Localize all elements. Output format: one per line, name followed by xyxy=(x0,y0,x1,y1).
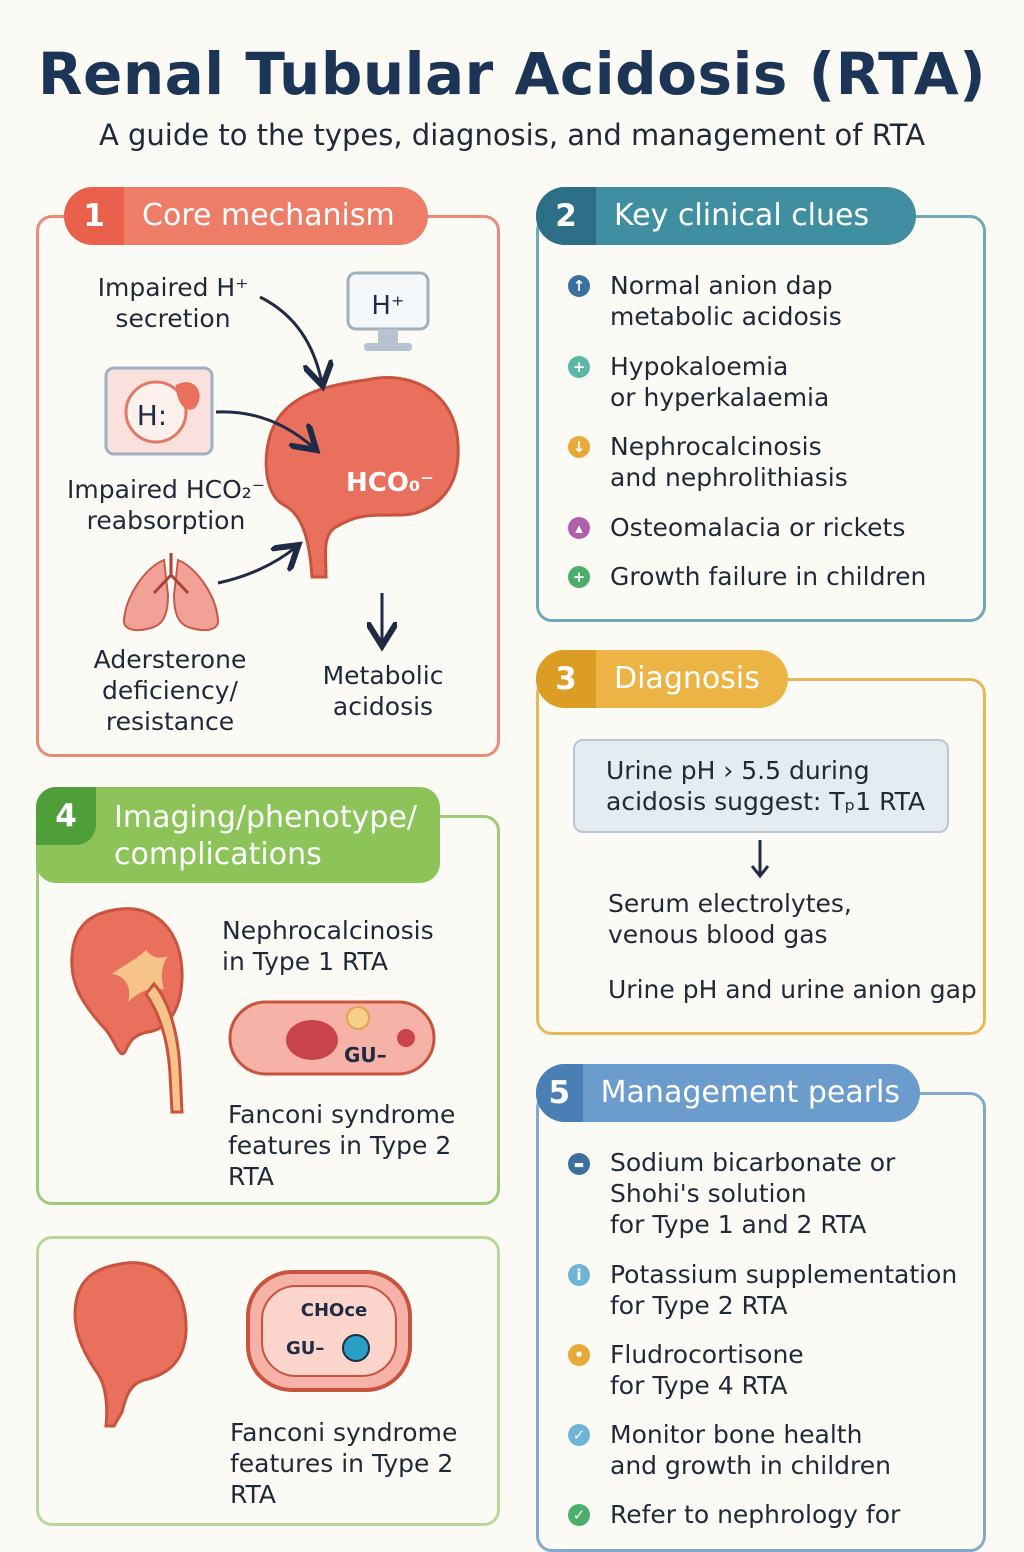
panel-core-mechanism-header: 1 Core mechanism xyxy=(64,187,428,245)
management-item: Monitor bone health and growth in childr… xyxy=(610,1420,891,1480)
panel-diagnosis-header: 3 Diagnosis xyxy=(536,650,788,708)
metabolic-acidosis-label: Metabolic acidosis xyxy=(322,661,444,721)
diagnosis-step-urine: Urine pH and urine anion gap xyxy=(608,975,977,1004)
section-title: Diagnosis xyxy=(614,661,760,696)
plus-icon: + xyxy=(568,566,590,588)
lungs-icon xyxy=(123,553,219,632)
impaired-hco-label: Impaired HCO₂⁻ reabsorption xyxy=(67,475,265,535)
arrow-aldosterone xyxy=(217,547,296,585)
diagnosis-step-electrolytes: Serum electrolytes, venous blood gas xyxy=(608,889,852,949)
management-item: Sodium bicarbonate or Shohi's solution f… xyxy=(610,1148,896,1239)
pill-icon: ▬ xyxy=(568,1153,590,1175)
monitor-label: H⁺ xyxy=(371,291,404,321)
diagnosis-key-box xyxy=(573,739,949,833)
section-number: 4 xyxy=(36,787,96,845)
nephrocalcinosis-caption: Nephrocalcinosis in Type 1 RTA xyxy=(222,916,434,976)
management-item: Potassium supplementation for Type 2 RTA xyxy=(610,1260,958,1320)
imaging-illustration: GU– xyxy=(70,907,436,1114)
cell-icon xyxy=(104,366,214,456)
aldosterone-label: Adersterone deficiency/ resistance xyxy=(93,645,247,736)
monitor-icon xyxy=(346,271,430,351)
page-title: Renal Tubular Acidosis (RTA) xyxy=(37,40,987,108)
management-item: Refer to nephrology for xyxy=(610,1500,901,1529)
tubule-cell-label: GU– xyxy=(344,1043,387,1067)
clue-item: Hypokaloemia or hyperkalaemia xyxy=(610,352,830,412)
clue-item: Nephrocalcinosis and nephrolithiasis xyxy=(610,432,848,492)
section-title: Management pearls xyxy=(600,1075,900,1110)
arrow-up-icon: ↑ xyxy=(568,275,590,297)
imaging-repeat-illustration: CHOce GU– xyxy=(73,1261,412,1428)
kidney-label: HCO₀⁻ xyxy=(346,468,434,498)
impaired-h-secretion-label: Impaired H⁺ secretion xyxy=(97,273,249,333)
bulb-icon: • xyxy=(568,1344,590,1366)
panel-imaging-repeat xyxy=(36,1236,500,1526)
fanconi-caption: Fanconi syndrome features in Type 2 RTA xyxy=(228,1100,456,1191)
info-icon: i xyxy=(568,1264,590,1286)
management-item: Fludrocortisone for Type 4 RTA xyxy=(610,1340,804,1400)
section-title: Imaging/phenotype/ complications xyxy=(114,800,418,872)
cell-label: H: xyxy=(137,399,168,432)
plus-icon: + xyxy=(568,356,590,378)
section-title: Core mechanism xyxy=(142,198,395,233)
kidney-icon xyxy=(73,1261,188,1428)
arrow-down-icon: ↓ xyxy=(568,436,590,458)
panel-management-header: 5 Management pearls xyxy=(536,1064,920,1122)
section-number: 1 xyxy=(64,187,124,245)
tubule-cell-icon xyxy=(246,1270,412,1392)
section-title: Key clinical clues xyxy=(614,198,870,233)
bone-icon: ▴ xyxy=(568,517,590,539)
arrow-hco-reabsorption xyxy=(215,410,314,448)
core-mechanism-illustration: H⁺ H: HCO₀⁻ xyxy=(104,271,460,757)
section-number: 5 xyxy=(536,1064,583,1122)
section-number: 2 xyxy=(536,187,596,245)
tubule-cell-icon xyxy=(228,1000,436,1076)
check-icon: ✓ xyxy=(568,1504,590,1526)
arrow-h-secretion xyxy=(259,295,322,383)
cell-top-label: CHOce xyxy=(301,1300,367,1321)
clue-item: Growth failure in children xyxy=(610,562,927,591)
check-icon: ✓ xyxy=(568,1424,590,1446)
diagnosis-arrow xyxy=(750,840,770,879)
panel-clinical-clues-header: 2 Key clinical clues xyxy=(536,187,916,245)
clue-item: Normal anion dap metabolic acidosis xyxy=(610,271,842,331)
diagnosis-key-text: Urine pH › 5.5 during acidosis suggest: … xyxy=(606,756,926,816)
section-number: 3 xyxy=(536,650,596,708)
panel-imaging-header: 4 Imaging/phenotype/ complications xyxy=(36,787,440,883)
kidney-nephrocalcinosis-icon xyxy=(70,907,184,1114)
page-subtitle: A guide to the types, diagnosis, and man… xyxy=(98,118,926,152)
cell-bottom-label: GU– xyxy=(286,1338,324,1359)
fanconi-caption-repeat: Fanconi syndrome features in Type 2 RTA xyxy=(230,1418,458,1509)
clue-item: Osteomalacia or rickets xyxy=(610,513,906,542)
